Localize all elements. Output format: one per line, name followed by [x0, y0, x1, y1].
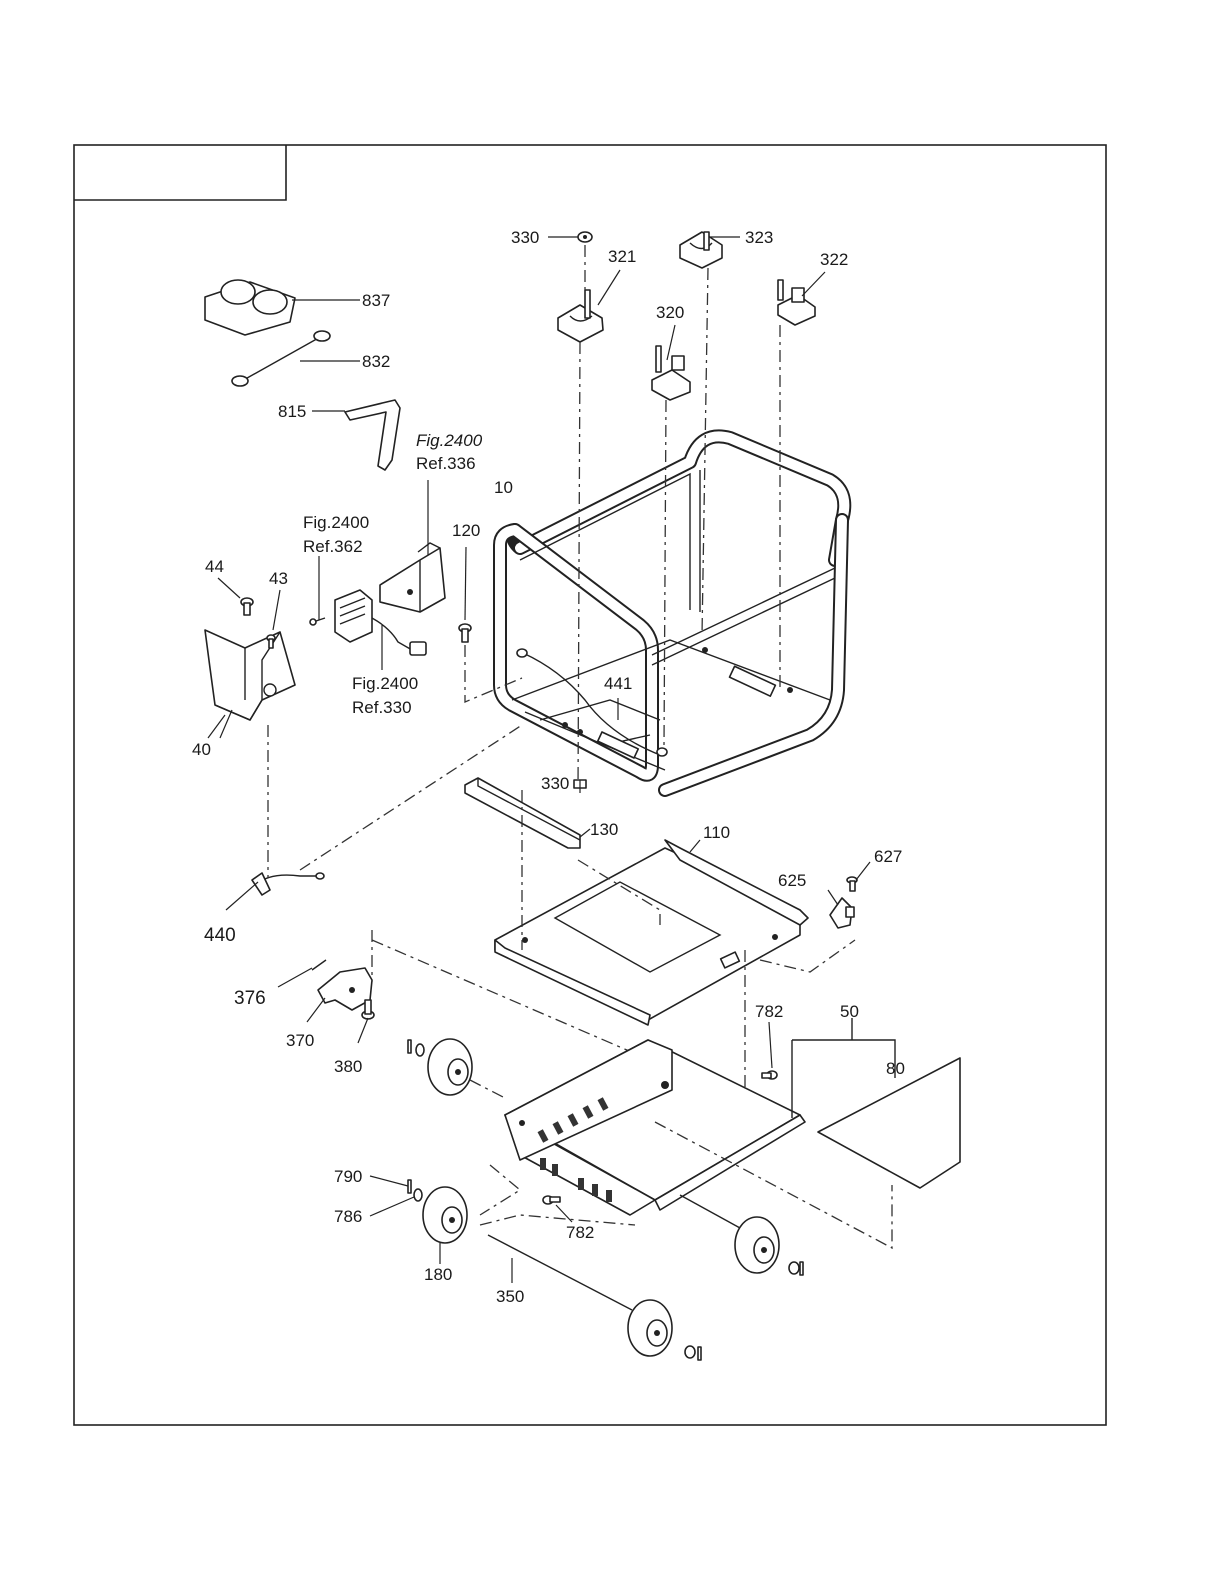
alignment-line [701, 267, 709, 636]
callout-50: 50 [840, 1002, 859, 1021]
callout-350: 350 [496, 1287, 524, 1306]
callout-10: 10 [494, 478, 513, 497]
callout-321: 321 [608, 247, 636, 266]
leader-lines [207, 236, 871, 1283]
screw-fig2400-ref362[interactable] [309, 617, 326, 626]
callout-44: 44 [205, 557, 224, 576]
part-790-pin[interactable] [407, 1179, 412, 1194]
callout-627: 627 [874, 847, 902, 866]
part-627-screw[interactable] [846, 876, 858, 892]
part-43-screw[interactable] [266, 634, 276, 649]
callout-837: 837 [362, 291, 390, 310]
callout-110: 110 [703, 823, 730, 842]
washer-upper-left[interactable] [407, 1039, 425, 1057]
callout-441: 441 [604, 674, 632, 693]
callout-790: 790 [334, 1167, 362, 1186]
callout-fig2400-330-fig: Fig.2400 [352, 674, 418, 693]
part-837-cover[interactable] [204, 279, 296, 336]
part-625-bracket[interactable] [829, 897, 855, 929]
part-786-washer[interactable] [413, 1188, 423, 1202]
callout-330-top: 330 [511, 228, 539, 247]
part-832-cable[interactable] [231, 330, 331, 387]
callout-625: 625 [778, 871, 806, 890]
callout-fig2400-336-fig: Fig.2400 [416, 431, 483, 450]
washer-front[interactable] [684, 1345, 702, 1361]
callout-fig2400-362-fig: Fig.2400 [303, 513, 369, 532]
part-440-cable[interactable] [251, 872, 325, 896]
part-320-mount[interactable] [651, 345, 691, 401]
callout-440: 440 [204, 925, 236, 946]
alignment-line [663, 399, 667, 746]
callout-380: 380 [334, 1057, 362, 1076]
callout-815: 815 [278, 402, 306, 421]
part-120-bolt[interactable] [458, 623, 472, 643]
callout-fig2400-362-ref: Ref.362 [303, 537, 363, 556]
part-376-spring[interactable] [311, 959, 327, 971]
callout-40: 40 [192, 740, 211, 759]
regulator-fig2400-ref330[interactable] [334, 589, 427, 656]
part-80-manual[interactable] [817, 1057, 961, 1189]
alignment-line [577, 245, 586, 791]
bracket-fig2400-ref336[interactable] [379, 542, 446, 613]
part-322-mount[interactable] [777, 279, 816, 326]
part-441-cable[interactable] [516, 648, 668, 757]
part-130-crossbar[interactable] [464, 777, 581, 849]
callout-130: 130 [590, 820, 618, 839]
wheel-front[interactable] [627, 1299, 673, 1357]
part-370-bracket[interactable] [317, 967, 373, 1011]
callout-376: 376 [234, 988, 266, 1009]
part-180-wheel[interactable] [422, 1186, 468, 1244]
part-110-base-plate[interactable] [494, 839, 809, 1026]
callout-782-top: 782 [755, 1002, 783, 1021]
callout-180: 180 [424, 1265, 452, 1284]
wheel-right-rear[interactable] [734, 1216, 780, 1274]
part-815-strap[interactable] [344, 399, 401, 471]
callout-80: 80 [886, 1059, 905, 1078]
callout-43: 43 [269, 569, 288, 588]
part-40-battery-tray[interactable] [204, 629, 296, 721]
diagram-frame [73, 144, 1107, 1426]
part-782-bolt-bottom[interactable] [542, 1195, 561, 1205]
callout-370: 370 [286, 1031, 314, 1050]
washer-right-rear[interactable] [788, 1261, 804, 1276]
callout-330-mid: 330 [541, 774, 569, 793]
callout-786: 786 [334, 1207, 362, 1226]
wheel-upper-left[interactable] [427, 1038, 473, 1096]
part-782-bolt-top[interactable] [761, 1070, 778, 1080]
callout-832: 832 [362, 352, 390, 371]
part-330-nut-top[interactable] [577, 231, 593, 243]
part-44-bolt[interactable] [240, 597, 254, 616]
title-box [74, 145, 287, 201]
part-10-main-frame[interactable] [493, 429, 852, 797]
callout-fig2400-336-ref: Ref.336 [416, 454, 476, 473]
callout-322: 322 [820, 250, 848, 269]
callout-fig2400-330-ref: Ref.330 [352, 698, 412, 717]
callout-323: 323 [745, 228, 773, 247]
chassis-tray[interactable] [504, 1039, 806, 1216]
part-323-mount[interactable] [679, 231, 723, 269]
callout-120: 120 [452, 521, 480, 540]
callout-320: 320 [656, 303, 684, 322]
part-350-axle[interactable] [487, 1194, 741, 1311]
callout-782-bottom: 782 [566, 1223, 594, 1242]
part-321-mount[interactable] [557, 289, 604, 343]
